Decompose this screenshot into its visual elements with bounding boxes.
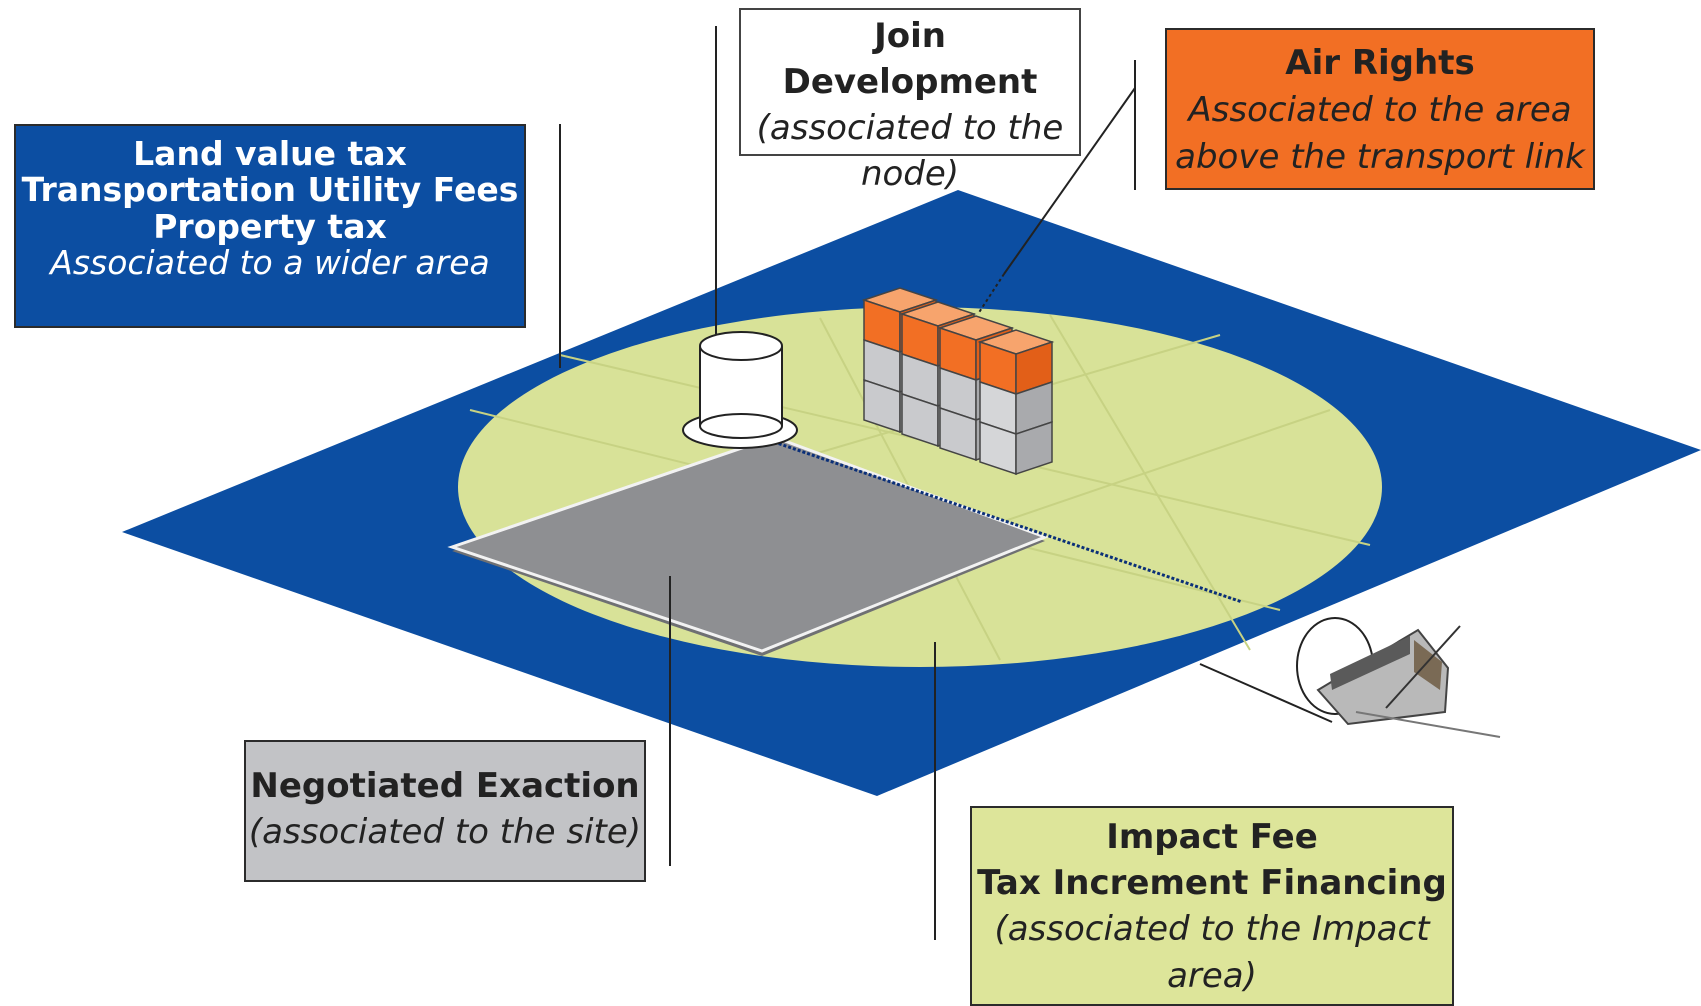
impact-area-label: Impact Fee Tax Increment Financing (asso… (970, 806, 1454, 1006)
negotiated-exaction-title: Negotiated Exaction (250, 766, 640, 806)
tunnel-lower-edge (1199, 663, 1333, 723)
site-plate (447, 435, 1050, 656)
tram-in-tunnel (1296, 617, 1501, 738)
impact-area-caption-line2: area) (1167, 955, 1257, 996)
air-rights-title: Air Rights (1285, 43, 1475, 83)
air-rights-caption-line1: Associated to the area (1188, 89, 1572, 130)
node-cylinder (682, 331, 798, 449)
wider-area-caption: Associated to a wider area (50, 242, 490, 282)
leader-air (1003, 87, 1136, 275)
negotiated-exaction-label: Negotiated Exaction (associated to the s… (244, 740, 646, 882)
air-rights-label: Air Rights Associated to the area above … (1165, 28, 1595, 190)
join-development-label: Join Development (associated to the node… (739, 8, 1081, 194)
join-development-caption-line2: node) (860, 153, 960, 194)
air-rights-caption-line2: above the transport link (1175, 136, 1585, 177)
leader-lines (559, 26, 1136, 940)
leader-air-dotted (977, 273, 1005, 315)
wider-area-label: Land value tax Transportation Utility Fe… (14, 124, 526, 328)
land-value-tax-text: Land value tax (133, 134, 407, 173)
air-rights-buildings (861, 287, 1055, 476)
join-development-caption-line1: (associated to the (756, 107, 1064, 148)
negotiated-exaction-caption: (associated to the site) (248, 811, 642, 852)
transport-link-line (773, 440, 1243, 604)
property-tax-text: Property tax (153, 206, 387, 246)
transportation-utility-fees-text: Transportation Utility Fees (21, 170, 519, 210)
impact-fee-title: Impact Fee (1106, 817, 1318, 857)
tax-increment-financing-title: Tax Increment Financing (977, 863, 1447, 904)
join-development-title: Join Development (782, 16, 1038, 102)
impact-area-caption-line1: (associated to the Impact (994, 909, 1430, 950)
